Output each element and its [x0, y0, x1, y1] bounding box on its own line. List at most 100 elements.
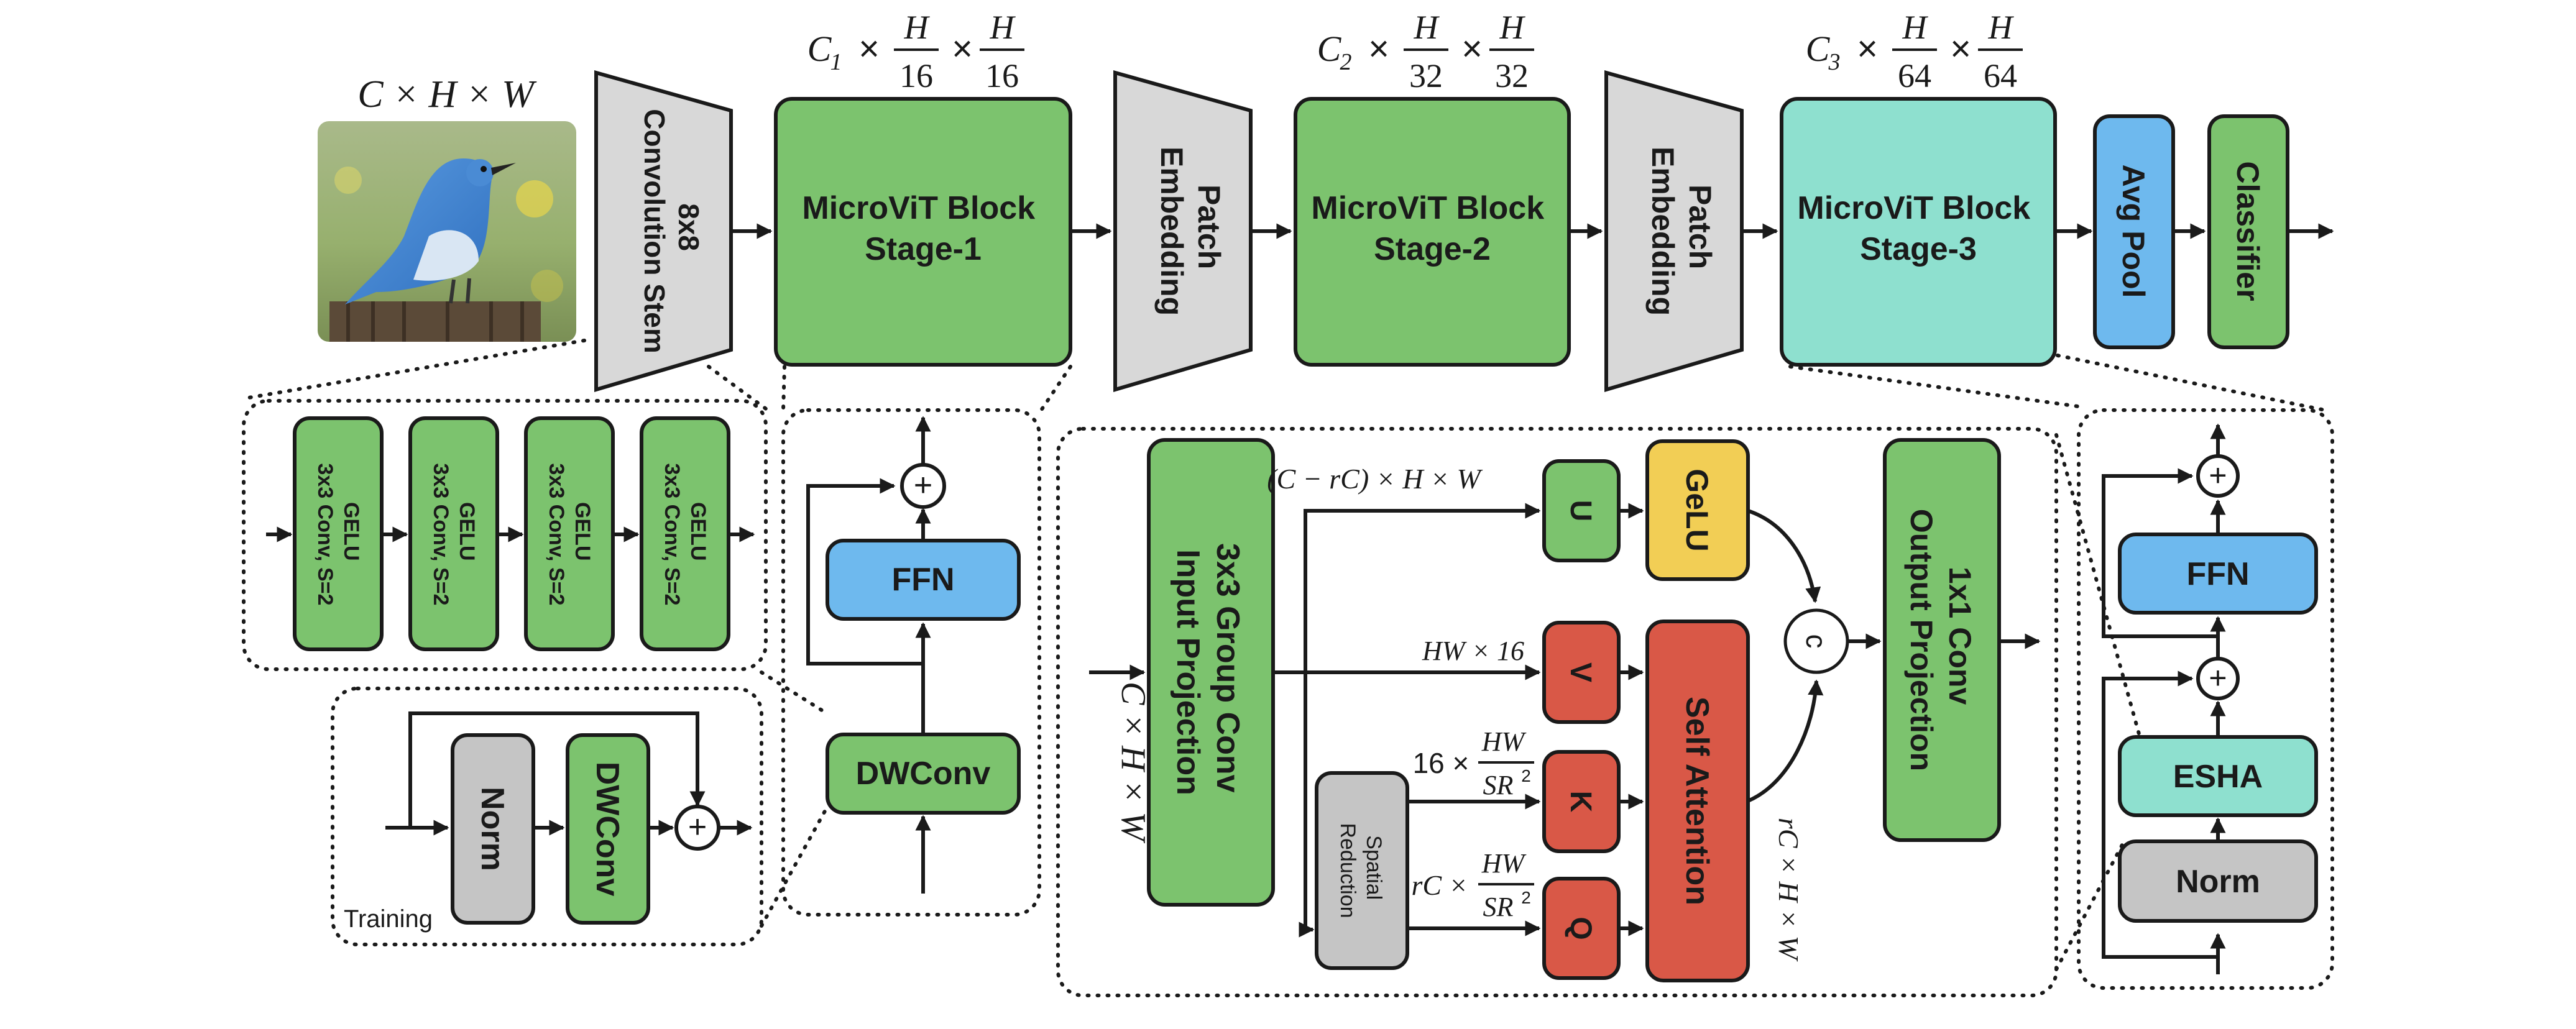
zoom-line-esha-bottom [2054, 838, 2127, 971]
svg-text:1: 1 [830, 49, 842, 75]
training-norm-label: Norm [474, 787, 510, 871]
zoom-line-dwconv-bottom [760, 806, 829, 928]
svg-text:H: H [1414, 9, 1440, 46]
patch-embedding-1-label: Patch Embedding [1154, 147, 1226, 316]
conv-stem-block [594, 70, 733, 393]
patch-embedding-1-block [1113, 70, 1253, 393]
k-label: K [1564, 791, 1597, 813]
block-dwconv-label: DWConv [856, 756, 991, 792]
q-label: Q [1564, 917, 1597, 940]
output-projection-label: 1x1 Conv Output Projection [1904, 509, 1977, 771]
zoom-line-esha-top [2054, 433, 2143, 743]
zoom-line-stem-right [707, 365, 770, 412]
u-label: U [1564, 500, 1597, 522]
block-ffn-label: FFN [891, 562, 954, 598]
v-label: V [1564, 662, 1597, 682]
zoom-line-stage3-right [2056, 354, 2327, 412]
patch-embedding-2-block [1604, 70, 1744, 393]
stage3-norm-label: Norm [2176, 864, 2260, 900]
concat-symbol: c [1800, 634, 1833, 649]
svg-text:C: C [1317, 29, 1342, 69]
stage3-add-symbol-2: + [2209, 458, 2227, 493]
svg-text:×: × [952, 29, 973, 69]
svg-text:16: 16 [899, 57, 933, 94]
stem-conv-block-3 [524, 416, 615, 651]
stem-conv-block-4 [640, 416, 730, 651]
patch-embedding-2-label: Patch Embedding [1645, 147, 1718, 316]
stem-conv-label-3: GELU 3x3 Conv, S=2 [545, 464, 594, 606]
stage3-ffn-label: FFN [2186, 556, 2249, 592]
zoom-line-stage1-left [781, 365, 786, 412]
stem-conv-label-2: GELU 3x3 Conv, S=2 [429, 464, 479, 606]
zoom-line-stem-left [247, 339, 586, 400]
q-dim-label: rC × HW SR 2 [1411, 848, 1534, 922]
svg-text:H: H [1988, 9, 2015, 46]
stage3-detail-panel [2077, 408, 2334, 990]
avgpool-label: Avg Pool [2116, 165, 2151, 298]
stage3-esha-label: ESHA [2173, 759, 2263, 795]
svg-text:H: H [1499, 9, 1526, 46]
svg-text:64: 64 [1898, 57, 1931, 94]
svg-text:2: 2 [1521, 888, 1531, 907]
esha-input-dim-label: C × H × W [1114, 682, 1152, 843]
zoom-line-stage3-left [1788, 365, 2084, 409]
svg-text:SR: SR [1483, 892, 1514, 922]
stage2-label: MicroViT Block Stage-2 [1311, 190, 1553, 267]
esha-detail-panel [1056, 427, 2058, 997]
v-dim-label: HW × 16 [1422, 636, 1524, 666]
block-add-symbol: + [914, 467, 932, 503]
edge-to-spatial-reduction [1299, 672, 1315, 938]
split-dim-label: (C − rC) × H × W [1267, 463, 1483, 495]
svg-text:C: C [807, 29, 832, 69]
svg-text:64: 64 [1984, 57, 2017, 94]
svg-text:rC ×: rC × [1411, 869, 1468, 901]
svg-text:SR: SR [1483, 770, 1514, 800]
input-bird-image [318, 121, 576, 342]
svg-text:×: × [1461, 29, 1483, 69]
svg-text:2: 2 [1521, 766, 1531, 785]
svg-text:H: H [904, 9, 931, 46]
svg-text:×: × [1950, 29, 1971, 69]
edge-gelu-to-concat [1747, 509, 1821, 603]
stage3-add-symbol-1: + [2209, 661, 2227, 695]
k-dim-label: 16 × HW SR 2 [1413, 726, 1534, 800]
svg-text:×: × [1368, 29, 1389, 69]
input-dim-label: C × H × W [357, 73, 537, 116]
edge-block-skip [806, 478, 923, 665]
stem-conv-label-1: GELU 3x3 Conv, S=2 [313, 464, 363, 606]
stage1-label: MicroViT Block Stage-1 [802, 190, 1044, 267]
svg-text:C: C [1806, 29, 1831, 69]
zoom-line-dwconv-top [760, 670, 829, 715]
training-add-symbol: + [688, 809, 707, 845]
input-projection-label: 3x3 Group Conv Input Projection [1170, 543, 1246, 802]
svg-text:HW: HW [1481, 848, 1527, 879]
svg-text:32: 32 [1495, 57, 1529, 94]
edge-stage3-skip-1 [2102, 670, 2218, 959]
svg-text:16: 16 [985, 57, 1019, 94]
block-detail-panel [781, 408, 1041, 917]
svg-text:×: × [1857, 29, 1878, 69]
classifier-label: Classifier [2230, 161, 2265, 301]
svg-text:2: 2 [1340, 49, 1352, 75]
stem-conv-block-1 [293, 416, 384, 651]
svg-text:H: H [990, 9, 1016, 46]
stage3-dim-label: C 3 × H 64 × H 64 [1806, 9, 2023, 94]
output-projection-block [1883, 438, 2001, 842]
spatial-reduction-label: Spatial Reduction [1336, 823, 1386, 918]
svg-text:H: H [1902, 9, 1929, 46]
stage3-label: MicroViT Block Stage-3 [1797, 190, 2039, 267]
stem-detail-panel [242, 399, 768, 671]
training-caption: Training [344, 905, 433, 933]
stem-conv-block-2 [408, 416, 499, 651]
svg-text:HW: HW [1481, 726, 1527, 757]
edge-training-skip [408, 711, 706, 828]
svg-text:3: 3 [1828, 49, 1841, 75]
stage1-dim-label: C 1 × H 16 × H 16 [807, 9, 1024, 94]
conv-stem-label: 8x8 Convolution Stem [638, 109, 705, 354]
attention-out-dim-label: rC × H × W [1773, 818, 1805, 962]
edge-stage3-skip-2 [2102, 468, 2218, 638]
training-dwconv-label: DWConv [589, 762, 625, 897]
svg-text:×: × [858, 29, 880, 69]
stem-conv-label-4: GELU 3x3 Conv, S=2 [660, 464, 710, 606]
